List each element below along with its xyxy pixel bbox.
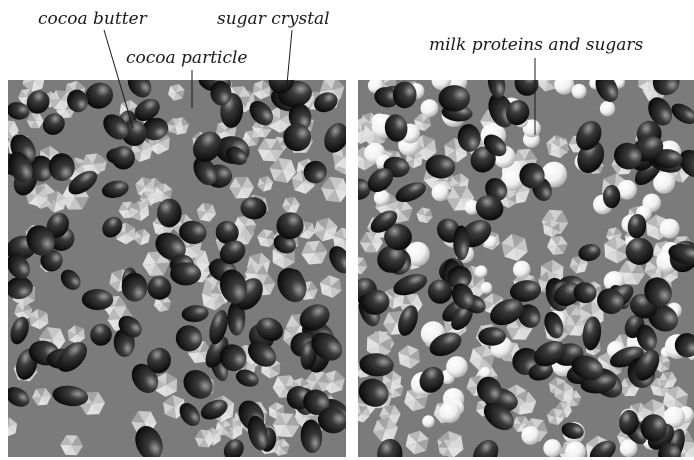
dark-chocolate-panel xyxy=(0,62,357,460)
milk-solid xyxy=(521,426,540,445)
cocoa-butter-label: cocoa butter xyxy=(38,9,148,29)
milk-solid xyxy=(422,415,434,427)
milk-solid xyxy=(475,265,487,277)
cocoa-particle-label: cocoa particle xyxy=(126,48,247,68)
cocoa-particle xyxy=(453,225,469,260)
sugar-crystal-label: sugar crystal xyxy=(217,9,330,29)
milk-solid xyxy=(572,84,587,99)
milk-solid xyxy=(481,282,493,294)
milk-solid xyxy=(513,261,531,279)
milk-solid xyxy=(446,356,468,378)
milk-solid xyxy=(439,401,460,422)
cocoa-particle xyxy=(438,85,470,112)
milk-chocolate-panel xyxy=(346,65,694,460)
milk-solid xyxy=(554,75,574,95)
milk-solid xyxy=(543,439,561,457)
milk-proteins-label: milk proteins and sugars xyxy=(429,35,644,55)
milk-solid xyxy=(374,190,390,206)
milk-solid xyxy=(432,184,449,201)
milk-solid xyxy=(421,99,439,117)
milk-solid xyxy=(600,101,615,116)
milk-solid xyxy=(660,219,680,239)
